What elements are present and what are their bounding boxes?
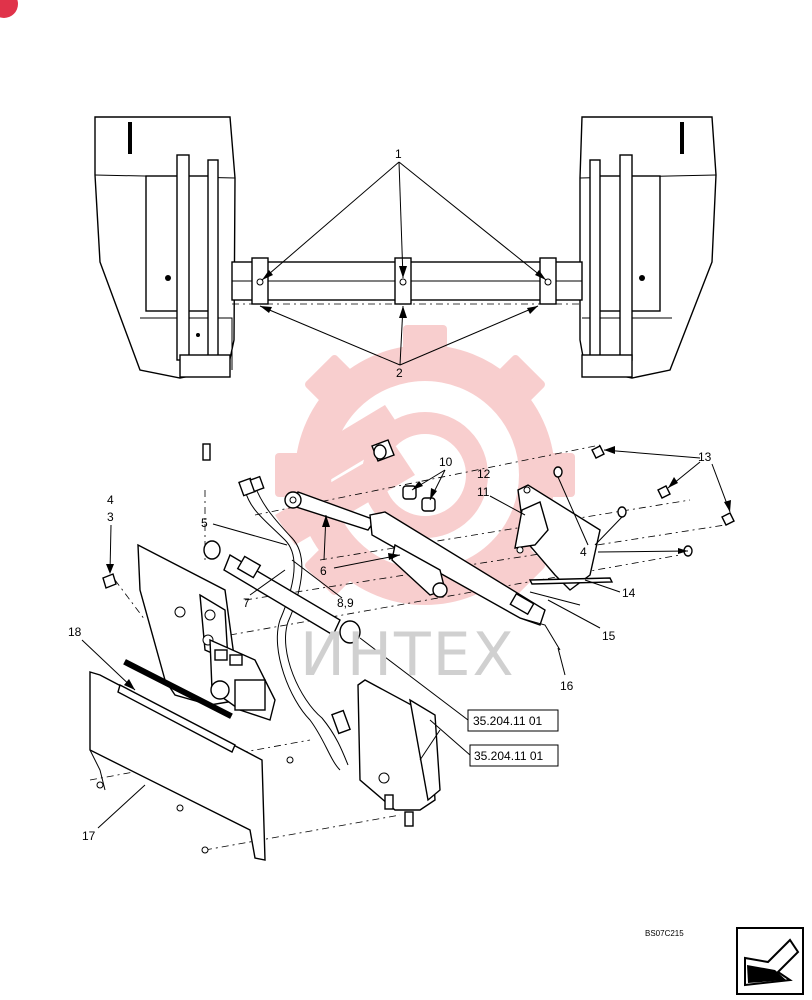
axle-clamp-center <box>394 257 412 305</box>
callout-leaders <box>81 446 731 829</box>
callout-15: 15 <box>602 629 616 643</box>
drawing-code: BS07C215 <box>645 929 684 938</box>
callout-10: 10 <box>439 455 453 469</box>
top-axle-assembly: 1 2 <box>94 116 717 380</box>
axle-clamp-right <box>539 257 557 305</box>
leader-2 <box>259 305 539 366</box>
spring-rod <box>528 577 614 585</box>
corner-badge-icon <box>0 0 18 18</box>
reference-box-1[interactable]: 35.204.11 01 <box>467 709 559 732</box>
bushing-10b <box>421 497 436 512</box>
bolt-set-13 <box>591 445 735 526</box>
hydraulic-hoses <box>238 475 351 771</box>
bushing-top <box>371 439 395 462</box>
right-mount-plate <box>357 679 441 827</box>
callout-13: 13 <box>698 450 712 464</box>
next-page-arrow-icon[interactable] <box>736 927 804 995</box>
watermark-text: ИНТЕХ <box>300 620 516 690</box>
callout-14: 14 <box>622 586 636 600</box>
valve-block <box>209 638 276 721</box>
callout-7: 7 <box>243 596 250 610</box>
callout-4b: 4 <box>580 545 587 559</box>
pin <box>202 443 211 461</box>
reference-box-2[interactable]: 35.204.11 01 <box>469 744 559 767</box>
leader-1 <box>261 161 547 281</box>
callout-1: 1 <box>395 147 402 161</box>
callout-16: 16 <box>560 679 574 693</box>
left-upright <box>94 116 236 379</box>
callout-8-9: 8,9 <box>337 596 354 610</box>
callout-17: 17 <box>82 829 96 843</box>
callout-5: 5 <box>201 516 208 530</box>
right-upright <box>579 116 717 379</box>
reference-label-2: 35.204.11 01 <box>474 749 544 763</box>
cover-plate <box>89 659 294 861</box>
callout-3: 3 <box>107 510 114 524</box>
callout-6: 6 <box>320 564 327 578</box>
callout-2: 2 <box>396 366 403 380</box>
callout-18: 18 <box>68 625 82 639</box>
hydraulic-cylinder <box>203 540 361 644</box>
axle-clamp-left <box>251 257 269 305</box>
callout-11: 11 <box>477 485 490 499</box>
rod-15 <box>529 591 581 606</box>
lower-exploded-assembly: 4 3 5 6 7 8,9 10 12 11 13 4 14 15 16 18 … <box>68 439 735 861</box>
callout-4a: 4 <box>107 493 114 507</box>
reference-label-1: 35.204.11 01 <box>473 714 543 728</box>
callout-12: 12 <box>477 467 491 481</box>
bolt-3 <box>102 524 117 589</box>
